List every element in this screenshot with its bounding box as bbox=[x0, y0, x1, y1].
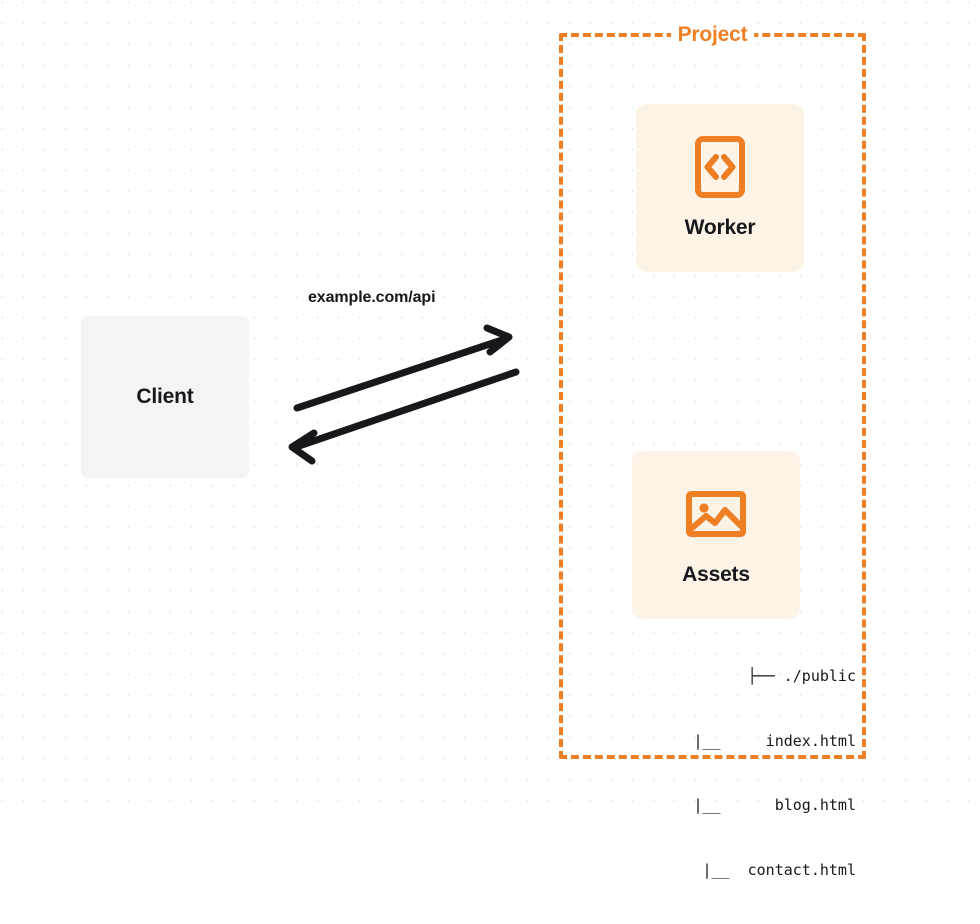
project-container: Project Worker Assets bbox=[559, 23, 866, 879]
assets-node[interactable]: Assets bbox=[632, 451, 800, 619]
request-arrow-right bbox=[293, 324, 513, 412]
project-container-label: Project bbox=[670, 23, 755, 47]
worker-node[interactable]: Worker bbox=[636, 104, 804, 272]
code-brackets-icon bbox=[689, 136, 751, 198]
image-picture-icon bbox=[685, 483, 747, 545]
connection-label: example.com/api bbox=[308, 289, 436, 306]
file-tree-row: ├── ./public bbox=[747, 667, 856, 685]
client-node[interactable]: Client bbox=[81, 316, 249, 478]
assets-node-label: Assets bbox=[682, 563, 750, 586]
assets-file-tree: ├── ./public |__ index.html |__ blog.htm… bbox=[611, 623, 856, 924]
response-arrow-left bbox=[288, 368, 520, 465]
client-node-label: Client bbox=[136, 385, 194, 408]
diagram-canvas: Client Project Worker bbox=[0, 0, 980, 879]
file-tree-row: |__ blog.html bbox=[693, 796, 856, 814]
file-tree-row: |__ index.html bbox=[693, 731, 856, 750]
file-tree-row: |__ contact.html bbox=[702, 860, 856, 879]
worker-node-label: Worker bbox=[684, 216, 756, 239]
